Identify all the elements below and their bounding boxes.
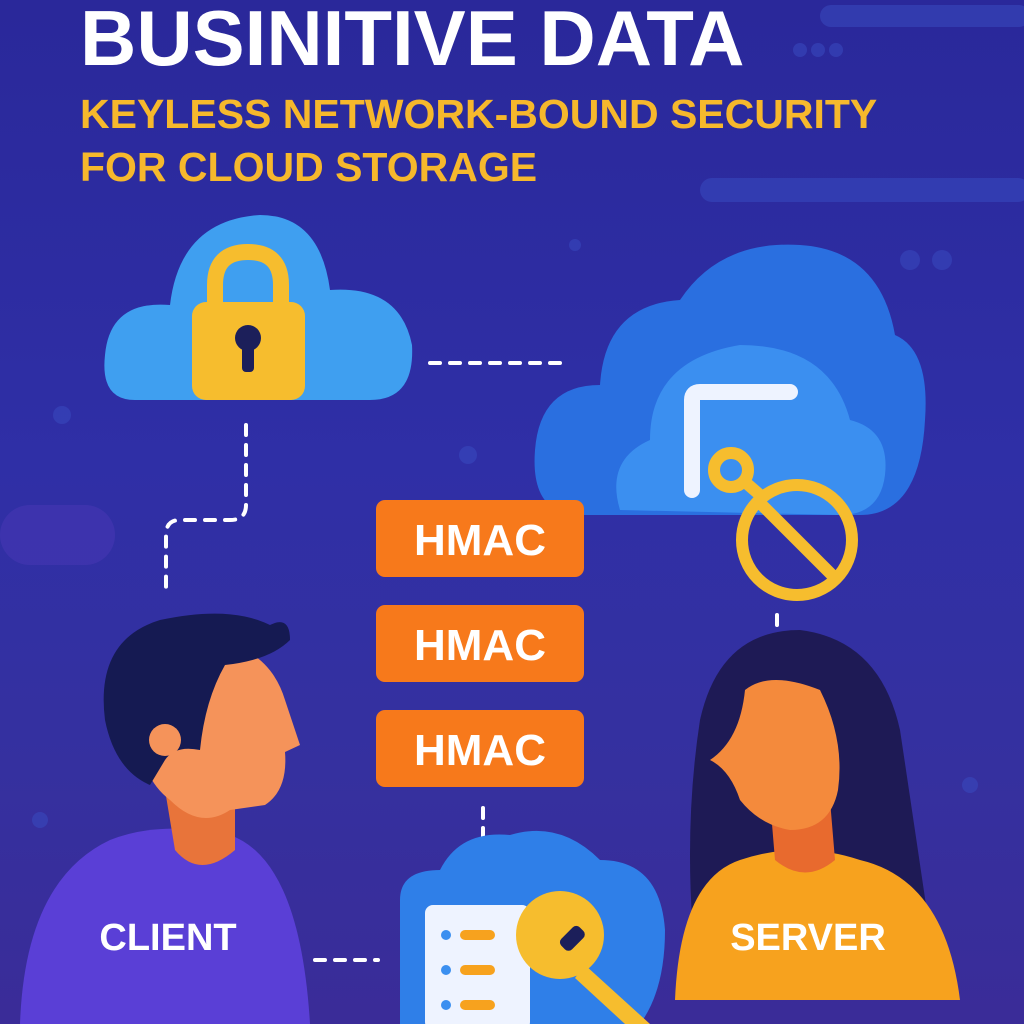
client-avatar: CLIENT bbox=[20, 613, 310, 1024]
background-decor bbox=[0, 5, 1024, 828]
key-cloud bbox=[400, 830, 665, 1024]
hmac-token-2: HMAC bbox=[376, 605, 584, 682]
document-icon bbox=[425, 905, 530, 1024]
key-icon bbox=[516, 891, 650, 1024]
subtitle-line-1: KEYLESS NETWORK-BOUND SECURITY bbox=[80, 91, 877, 137]
server-avatar: SERVER bbox=[675, 630, 960, 1000]
lock-icon bbox=[192, 243, 305, 400]
no-key-icon bbox=[708, 447, 858, 601]
hmac-label: HMAC bbox=[414, 621, 546, 670]
client-label: CLIENT bbox=[99, 917, 236, 959]
hmac-token-1: HMAC bbox=[376, 500, 584, 577]
locked-cloud bbox=[104, 215, 413, 400]
server-cloud bbox=[534, 244, 926, 601]
server-label: SERVER bbox=[730, 917, 886, 959]
page-title: BUSINITIVE DATA bbox=[80, 0, 744, 82]
subtitle-line-2: FOR CLOUD STORAGE bbox=[80, 144, 537, 190]
hmac-label: HMAC bbox=[414, 516, 546, 565]
hmac-token-3: HMAC bbox=[376, 710, 584, 787]
hmac-label: HMAC bbox=[414, 726, 546, 775]
